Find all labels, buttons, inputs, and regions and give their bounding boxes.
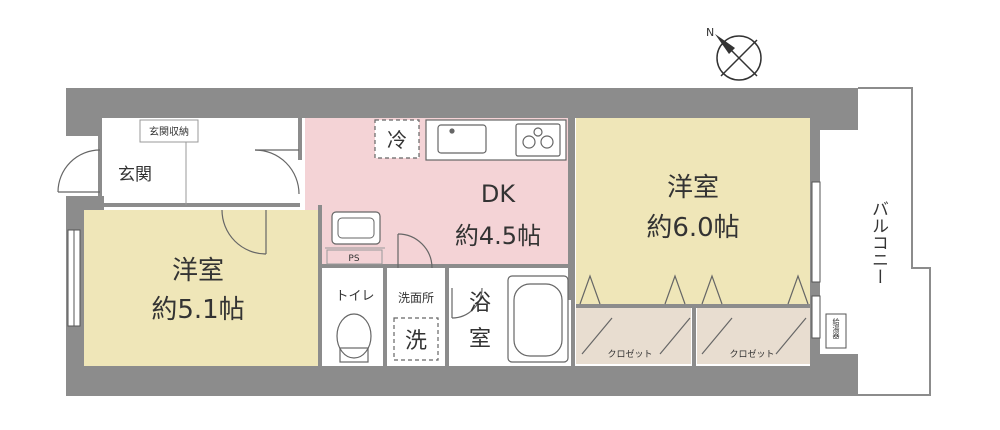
western-room-a-size-label: 約5.1帖 [151,295,244,325]
compass-icon [716,35,762,81]
toilet-label: トイレ [335,289,374,304]
dk-name-label: DK [481,180,516,208]
toilet-icon [336,313,372,363]
western-room-a-name-label: 洋室 [172,256,224,286]
kitchen-sink-icon [437,124,487,154]
washroom-label: 洗面所 [398,291,434,305]
western-room-a-floor [82,210,318,366]
water-heater-label: 給湯器 [832,317,840,340]
balcony-label: バルコニー [868,200,888,285]
washer-space [393,317,439,361]
entrance-storage-label: 玄関収納 [149,125,189,138]
balcony-outline [858,87,931,396]
closet-1-floor [576,308,691,364]
closet-2-label: クロゼット [729,348,774,360]
water-heater-box [825,313,847,349]
bath-label-line1: 浴 [469,291,491,316]
compass-north-label: N [706,26,714,39]
dk-size-label: 約4.5帖 [455,222,541,250]
closet-doors [579,274,809,355]
compass: N [706,26,762,81]
western-room-b-name-label: 洋室 [667,173,719,203]
stove-icon [515,123,561,157]
bath-label-line2: 室 [469,327,491,352]
western-room-b-size-label: 約6.0帖 [646,213,739,243]
entrance-storage [139,119,385,265]
western-room-b-floor [576,118,810,306]
pipe-space-label: PS [348,254,359,264]
entrance-label: 玄関 [118,165,152,185]
interior-walls [98,118,810,366]
washer-label: 洗 [405,329,427,354]
windows [67,181,821,339]
closet-1-label: クロゼット [607,348,652,360]
labels: 玄関収納 玄関 冷 DK 約4.5帖 洋室 約6.0帖 洋室 約5.1帖 PS … [118,125,888,360]
kitchen [425,119,567,161]
kitchen-counter [425,119,567,161]
doors [57,149,483,319]
vanity-sink-icon [331,211,381,245]
bathtub-icon [507,275,569,363]
fridge-label: 冷 [387,128,407,152]
outer-walls [66,88,858,396]
fridge-space [374,119,420,159]
